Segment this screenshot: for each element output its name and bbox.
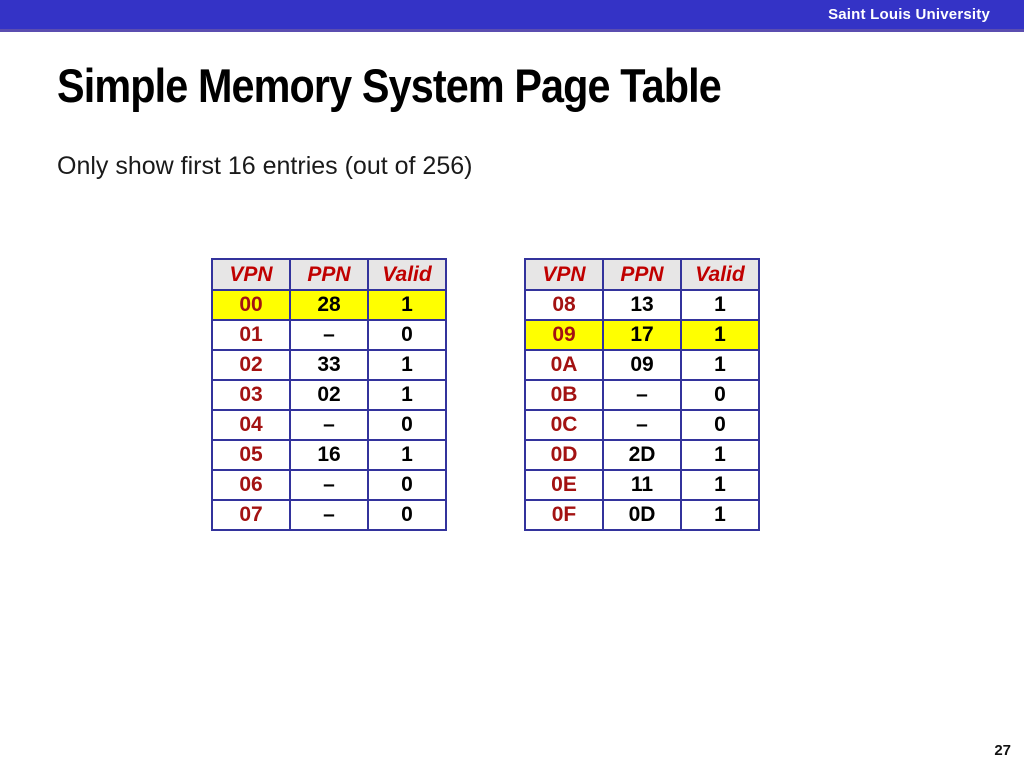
valid-column-header: Valid [367, 258, 447, 291]
ppn-cell: 09 [602, 349, 682, 381]
vpn-cell: 01 [211, 319, 291, 351]
valid-cell: 0 [367, 409, 447, 441]
table-row: 01–0 [211, 319, 447, 351]
vpn-cell: 02 [211, 349, 291, 381]
vpn-cell: 08 [524, 289, 604, 321]
table-row: 0B–0 [524, 379, 760, 411]
vpn-cell: 0C [524, 409, 604, 441]
page-number: 27 [994, 742, 1011, 759]
ppn-cell: 2D [602, 439, 682, 471]
vpn-column-header: VPN [524, 258, 604, 291]
vpn-cell: 0E [524, 469, 604, 501]
ppn-cell: – [289, 409, 369, 441]
slide-title: Simple Memory System Page Table [57, 59, 722, 112]
ppn-cell: 16 [289, 439, 369, 471]
valid-cell: 0 [367, 499, 447, 531]
ppn-cell: 02 [289, 379, 369, 411]
vpn-cell: 0B [524, 379, 604, 411]
top-bar: Saint Louis University [0, 0, 1024, 29]
ppn-cell: 11 [602, 469, 682, 501]
valid-cell: 0 [680, 409, 760, 441]
vpn-cell: 05 [211, 439, 291, 471]
page-table-left-header: VPN PPN Valid [211, 258, 447, 291]
ppn-cell: 28 [289, 289, 369, 321]
vpn-cell: 04 [211, 409, 291, 441]
accent-line [0, 29, 1024, 32]
ppn-cell: 13 [602, 289, 682, 321]
ppn-cell: – [602, 379, 682, 411]
table-row: 06–0 [211, 469, 447, 501]
valid-cell: 1 [367, 289, 447, 321]
valid-cell: 0 [680, 379, 760, 411]
valid-cell: 1 [680, 499, 760, 531]
valid-cell: 1 [680, 349, 760, 381]
vpn-cell: 09 [524, 319, 604, 351]
vpn-cell: 0A [524, 349, 604, 381]
ppn-cell: – [289, 499, 369, 531]
ppn-column-header: PPN [602, 258, 682, 291]
table-row: 07–0 [211, 499, 447, 531]
vpn-cell: 0D [524, 439, 604, 471]
vpn-cell: 06 [211, 469, 291, 501]
vpn-cell: 00 [211, 289, 291, 321]
header-row: VPN PPN Valid [211, 258, 447, 291]
ppn-cell: – [289, 469, 369, 501]
valid-cell: 1 [680, 289, 760, 321]
vpn-column-header: VPN [211, 258, 291, 291]
ppn-cell: 0D [602, 499, 682, 531]
valid-cell: 0 [367, 319, 447, 351]
university-brand: Saint Louis University [828, 6, 990, 23]
valid-cell: 1 [367, 379, 447, 411]
table-row: 04–0 [211, 409, 447, 441]
ppn-column-header: PPN [289, 258, 369, 291]
ppn-cell: – [289, 319, 369, 351]
valid-cell: 1 [367, 349, 447, 381]
vpn-cell: 03 [211, 379, 291, 411]
valid-column-header: Valid [680, 258, 760, 291]
page-table-right-header: VPN PPN Valid [524, 258, 760, 291]
valid-cell: 1 [680, 469, 760, 501]
vpn-cell: 07 [211, 499, 291, 531]
ppn-cell: – [602, 409, 682, 441]
valid-cell: 1 [680, 439, 760, 471]
header-row: VPN PPN Valid [524, 258, 760, 291]
valid-cell: 1 [367, 439, 447, 471]
valid-cell: 0 [367, 469, 447, 501]
slide-subtitle: Only show first 16 entries (out of 256) [57, 152, 473, 180]
table-row: 0C–0 [524, 409, 760, 441]
valid-cell: 1 [680, 319, 760, 351]
ppn-cell: 17 [602, 319, 682, 351]
ppn-cell: 33 [289, 349, 369, 381]
vpn-cell: 0F [524, 499, 604, 531]
